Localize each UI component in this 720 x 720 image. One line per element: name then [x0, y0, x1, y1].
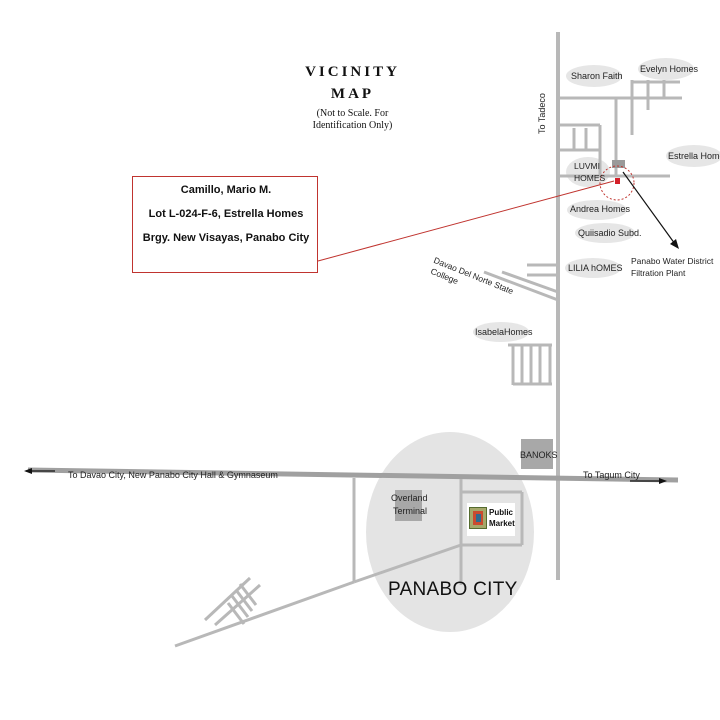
evelyn-homes-bubble [638, 58, 694, 80]
luvmi-homes-label-line2: HOMES [574, 173, 606, 183]
lilia-homes-label: LILIA hOMES [568, 263, 623, 273]
public-market: Public Market [467, 503, 515, 536]
site-location-circle [599, 165, 635, 201]
owner-info-box: Camillo, Mario M. Lot L-024-F-6, Estrell… [132, 176, 318, 273]
isabela-homes-label: IsabelaHomes [475, 327, 533, 337]
market-label-line1: Public [489, 508, 514, 517]
quiisadio-label: Quiisadio Subd. [578, 228, 642, 238]
site-location-marker [615, 178, 620, 184]
owner-name: Camillo, Mario M. [180, 184, 272, 196]
lilia-homes-bubble [565, 258, 621, 278]
national-highway [27, 467, 679, 483]
isabela-homes-bubble [473, 322, 529, 342]
banoks-label: BANOKS [520, 450, 558, 460]
arrow-down-right-icon [622, 171, 679, 249]
arrow-right-icon [630, 478, 667, 484]
arrow-left-icon [24, 468, 55, 474]
andrea-homes-bubble [567, 200, 627, 220]
sharon-faith-label: Sharon Faith [571, 71, 623, 81]
market-label-line2: Market [489, 519, 515, 528]
city-name-label: PANABO CITY [388, 579, 518, 600]
to-davao-label: To Davao City, New Panabo City Hall & Gy… [68, 470, 278, 480]
map-scale-note: (Not to Scale. For Identification Only) [250, 108, 455, 132]
luvmi-homes-label-line1: LUVMI [574, 161, 600, 171]
to-tadeco-label: To Tadeco [537, 93, 547, 134]
owner-lot: Lot L-024-F-6, Estrella Homes [148, 208, 304, 220]
public-market-icon [469, 507, 487, 529]
city-roads [174, 478, 524, 648]
luvmi-building [612, 160, 625, 168]
scale-note-line2: Identification Only) [312, 120, 393, 131]
owner-pointer-line [317, 180, 615, 262]
water-district-label-line2: Filtration Plant [631, 268, 686, 278]
to-tagum-label: To Tagum City [583, 470, 640, 480]
estrella-homes-label: Estrella Homes [668, 151, 720, 161]
quiisadio-bubble [575, 223, 635, 243]
overland-terminal-label-line2: Terminal [393, 506, 428, 516]
map-title-line1: VICINITY [305, 64, 400, 80]
subdivision-roads [483, 80, 682, 386]
owner-address: Brgy. New Visayas, Panabo City [142, 232, 310, 244]
banoks-building [521, 439, 553, 469]
estrella-homes-bubble [666, 145, 720, 167]
water-district-label-line1: Panabo Water District [631, 256, 714, 266]
scale-note-line1: (Not to Scale. For [316, 108, 389, 119]
overland-terminal-building [395, 490, 422, 521]
public-market-label: Public Market [489, 507, 515, 529]
sharon-faith-bubble [566, 65, 622, 87]
overland-terminal-label-line1: Overland [391, 493, 428, 503]
city-area-circle [366, 432, 534, 632]
map-title-line2: MAP [330, 86, 375, 102]
andrea-homes-label: Andrea Homes [570, 204, 631, 214]
evelyn-homes-label: Evelyn Homes [640, 64, 699, 74]
